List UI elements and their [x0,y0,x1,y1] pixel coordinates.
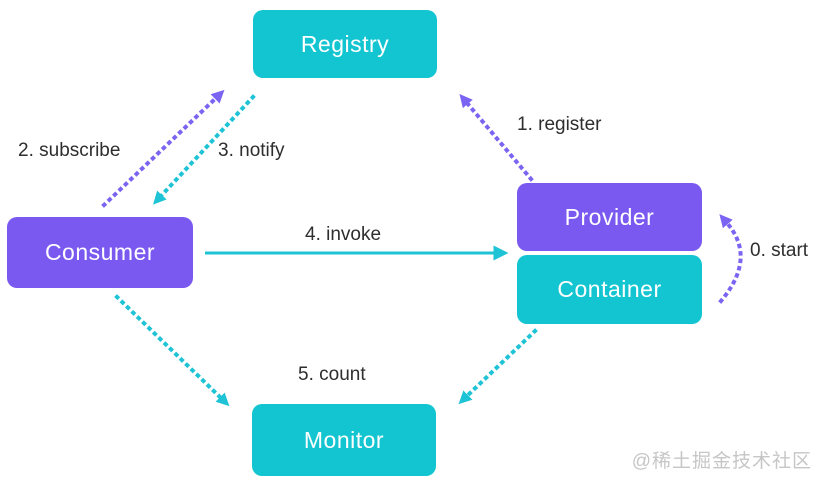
node-consumer-label: Consumer [44,239,156,265]
juejin-watermark: @稀土掘金技术社区 [631,451,812,472]
node-container-label: Container [557,276,662,302]
node-container: Container [517,255,702,324]
edge-notify-line [153,94,256,205]
edge-register-label: 1. register [517,114,602,135]
node-registry-label: Registry [300,30,390,57]
edge-subscribe-label: 2. subscribe [18,140,121,161]
edge-invoke-label: 4. invoke [305,224,382,245]
edge-count-label: 5. count [298,364,366,385]
edge-notify-label: 3. notify [218,140,285,161]
edge-start-label: 0. start [750,240,809,261]
node-provider-label: Provider [564,203,655,230]
edge-subscribe-line [101,89,225,208]
edge-count-right-line [458,328,538,405]
edge-register-line [459,94,534,182]
edge-start-curve [718,214,743,304]
node-registry: Registry [253,10,437,78]
node-monitor: Monitor [252,404,436,476]
node-provider: Provider [517,183,702,251]
edge-count-left-line [114,294,230,407]
node-monitor-label: Monitor [303,426,385,453]
node-consumer: Consumer [7,217,193,288]
